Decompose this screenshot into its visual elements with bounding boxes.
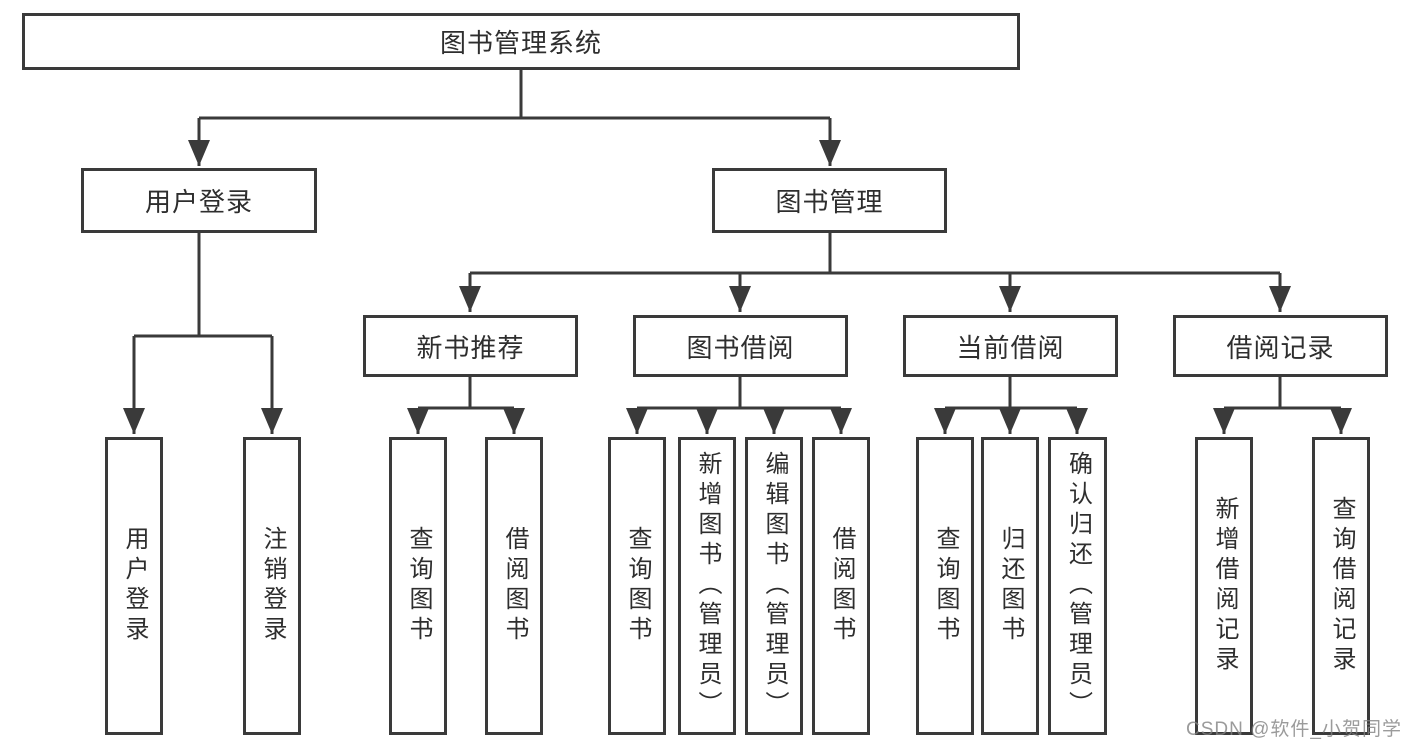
leaf-label: 查询图书 xyxy=(624,526,651,646)
leaf-borrow-books-borrowing: 借阅图书 xyxy=(812,437,870,735)
node-book-borrowing: 图书借阅 xyxy=(633,315,848,377)
leaf-label: 借阅图书 xyxy=(828,526,855,646)
leaf-query-borrow-record: 查询借阅记录 xyxy=(1312,437,1370,735)
node-book-management: 图书管理 xyxy=(712,168,947,233)
leaf-label: 归还图书 xyxy=(997,526,1024,646)
leaf-add-borrow-record: 新增借阅记录 xyxy=(1195,437,1253,735)
connector-arrows xyxy=(123,118,1352,434)
leaf-label: 查询图书 xyxy=(932,526,959,646)
leaf-label: 查询借阅记录 xyxy=(1328,496,1355,676)
watermark: CSDN @软件_小贺同学 xyxy=(1186,719,1402,740)
node-new-book-recommend: 新书推荐 xyxy=(363,315,578,377)
node-current-borrowing: 当前借阅 xyxy=(903,315,1118,377)
leaf-query-books-borrowing: 查询图书 xyxy=(608,437,666,735)
node-label: 图书借阅 xyxy=(686,332,795,363)
leaf-logout: 注销登录 xyxy=(243,437,301,735)
leaf-return-book: 归还图书 xyxy=(981,437,1039,735)
node-label: 用户登录 xyxy=(144,187,253,217)
node-label: 图书管理系统 xyxy=(439,28,602,58)
leaf-borrow-books-recommend: 借阅图书 xyxy=(485,437,543,735)
node-library-system: 图书管理系统 xyxy=(22,13,1020,70)
node-label: 图书管理 xyxy=(775,187,884,217)
leaf-query-books-recommend: 查询图书 xyxy=(389,437,447,735)
leaf-add-book-admin: 新增图书（管理员） xyxy=(678,437,736,735)
leaf-label: 借阅图书 xyxy=(501,526,528,646)
leaf-label: 编辑图书（管理员） xyxy=(761,451,788,721)
leaf-label: 注销登录 xyxy=(259,526,286,646)
leaf-label: 查询图书 xyxy=(405,526,432,646)
node-label: 新书推荐 xyxy=(416,332,525,363)
leaf-user-login: 用户登录 xyxy=(105,437,163,735)
leaf-confirm-return-admin: 确认归还（管理员） xyxy=(1048,437,1107,735)
node-user-login: 用户登录 xyxy=(81,168,317,233)
leaf-label: 新增借阅记录 xyxy=(1211,496,1238,676)
leaf-label: 新增图书（管理员） xyxy=(694,451,721,721)
node-borrowing-records: 借阅记录 xyxy=(1173,315,1388,377)
leaf-label: 用户登录 xyxy=(121,526,148,646)
leaf-label: 确认归还（管理员） xyxy=(1064,451,1092,721)
node-label: 借阅记录 xyxy=(1226,332,1335,363)
leaf-query-books-current: 查询图书 xyxy=(916,437,974,735)
node-label: 当前借阅 xyxy=(956,332,1065,363)
leaf-edit-book-admin: 编辑图书（管理员） xyxy=(745,437,803,735)
